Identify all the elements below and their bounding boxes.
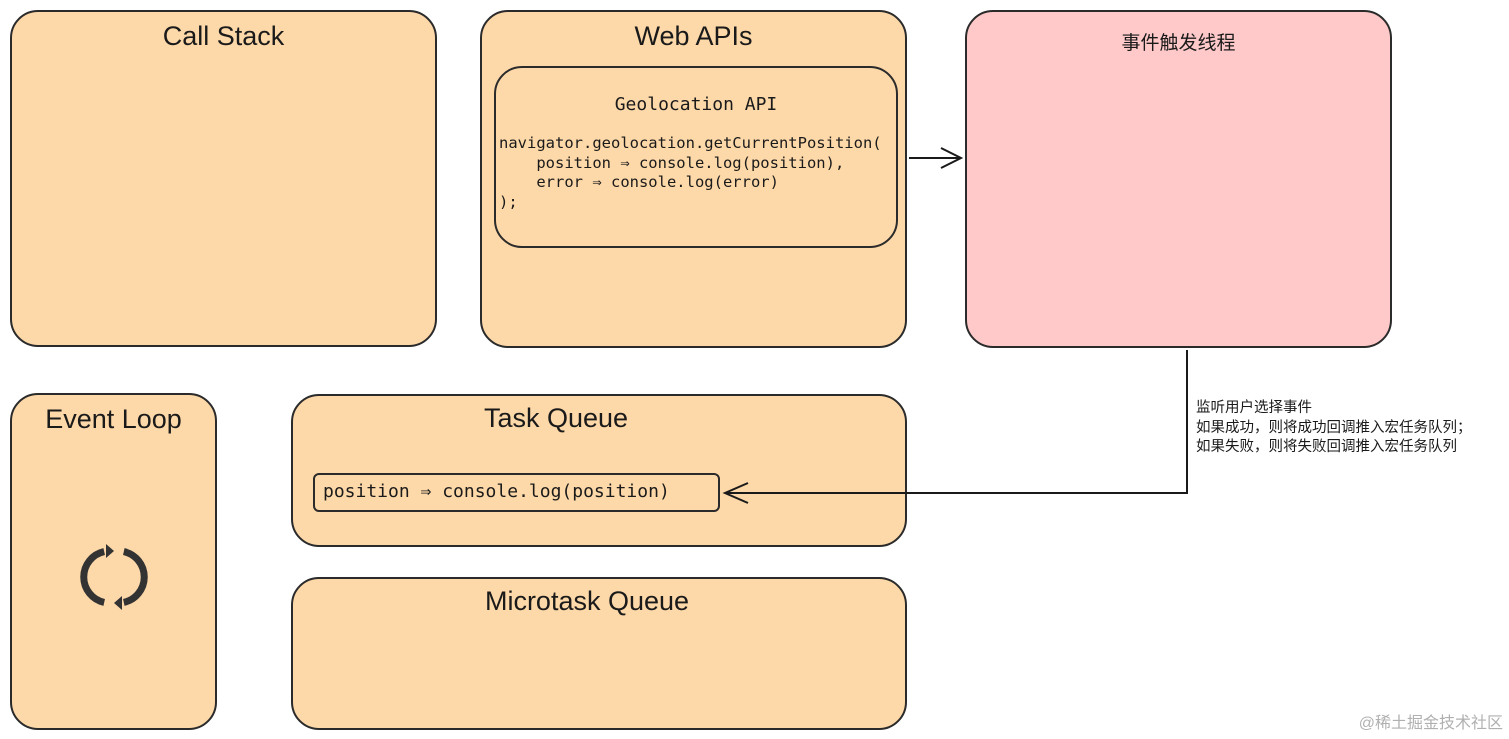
call-stack-title: Call Stack (162, 21, 285, 51)
event-loop-title: Event Loop (45, 404, 182, 434)
geolocation-api-box: Geolocation API navigator.geolocation.ge… (494, 66, 898, 248)
task-queue-box: Task Queue position ⇒ console.log(positi… (291, 394, 907, 547)
event-trigger-thread-title: 事件触发线程 (1121, 33, 1236, 54)
refresh-icon (80, 544, 148, 610)
web-apis-box: Web APIs Geolocation API navigator.geolo… (480, 10, 907, 348)
watermark: @稀土掘金技术社区 (1358, 715, 1503, 732)
thread-to-task-queue-arrowhead (722, 482, 749, 504)
annotation-line: 如果失败，则将失败回调推入宏任务队列 (1196, 439, 1457, 455)
task-queue-title: Task Queue (483, 403, 629, 433)
annotation-line: 监听用户选择事件 (1196, 400, 1312, 416)
event-trigger-thread-box: 事件触发线程 (965, 10, 1392, 348)
task-queue-item: position ⇒ console.log(position) (313, 473, 720, 512)
call-stack-box: Call Stack (10, 10, 437, 347)
geolocation-api-title: Geolocation API (614, 94, 778, 115)
microtask-queue-title: Microtask Queue (484, 586, 690, 616)
geolocation-code: navigator.geolocation.getCurrentPosition… (499, 134, 882, 211)
microtask-queue-box: Microtask Queue (291, 577, 907, 730)
annotation-line: 如果成功，则将成功回调推入宏任务队列； (1196, 419, 1472, 436)
web-apis-to-thread-arrowhead (940, 147, 964, 169)
event-loop-box: Event Loop (10, 393, 217, 730)
thread-annotation: 监听用户选择事件 如果成功，则将成功回调推入宏任务队列； 如果失败，则将失败回调… (1196, 399, 1472, 458)
web-apis-title: Web APIs (634, 21, 753, 51)
thread-to-task-queue-arrow (725, 350, 1188, 494)
